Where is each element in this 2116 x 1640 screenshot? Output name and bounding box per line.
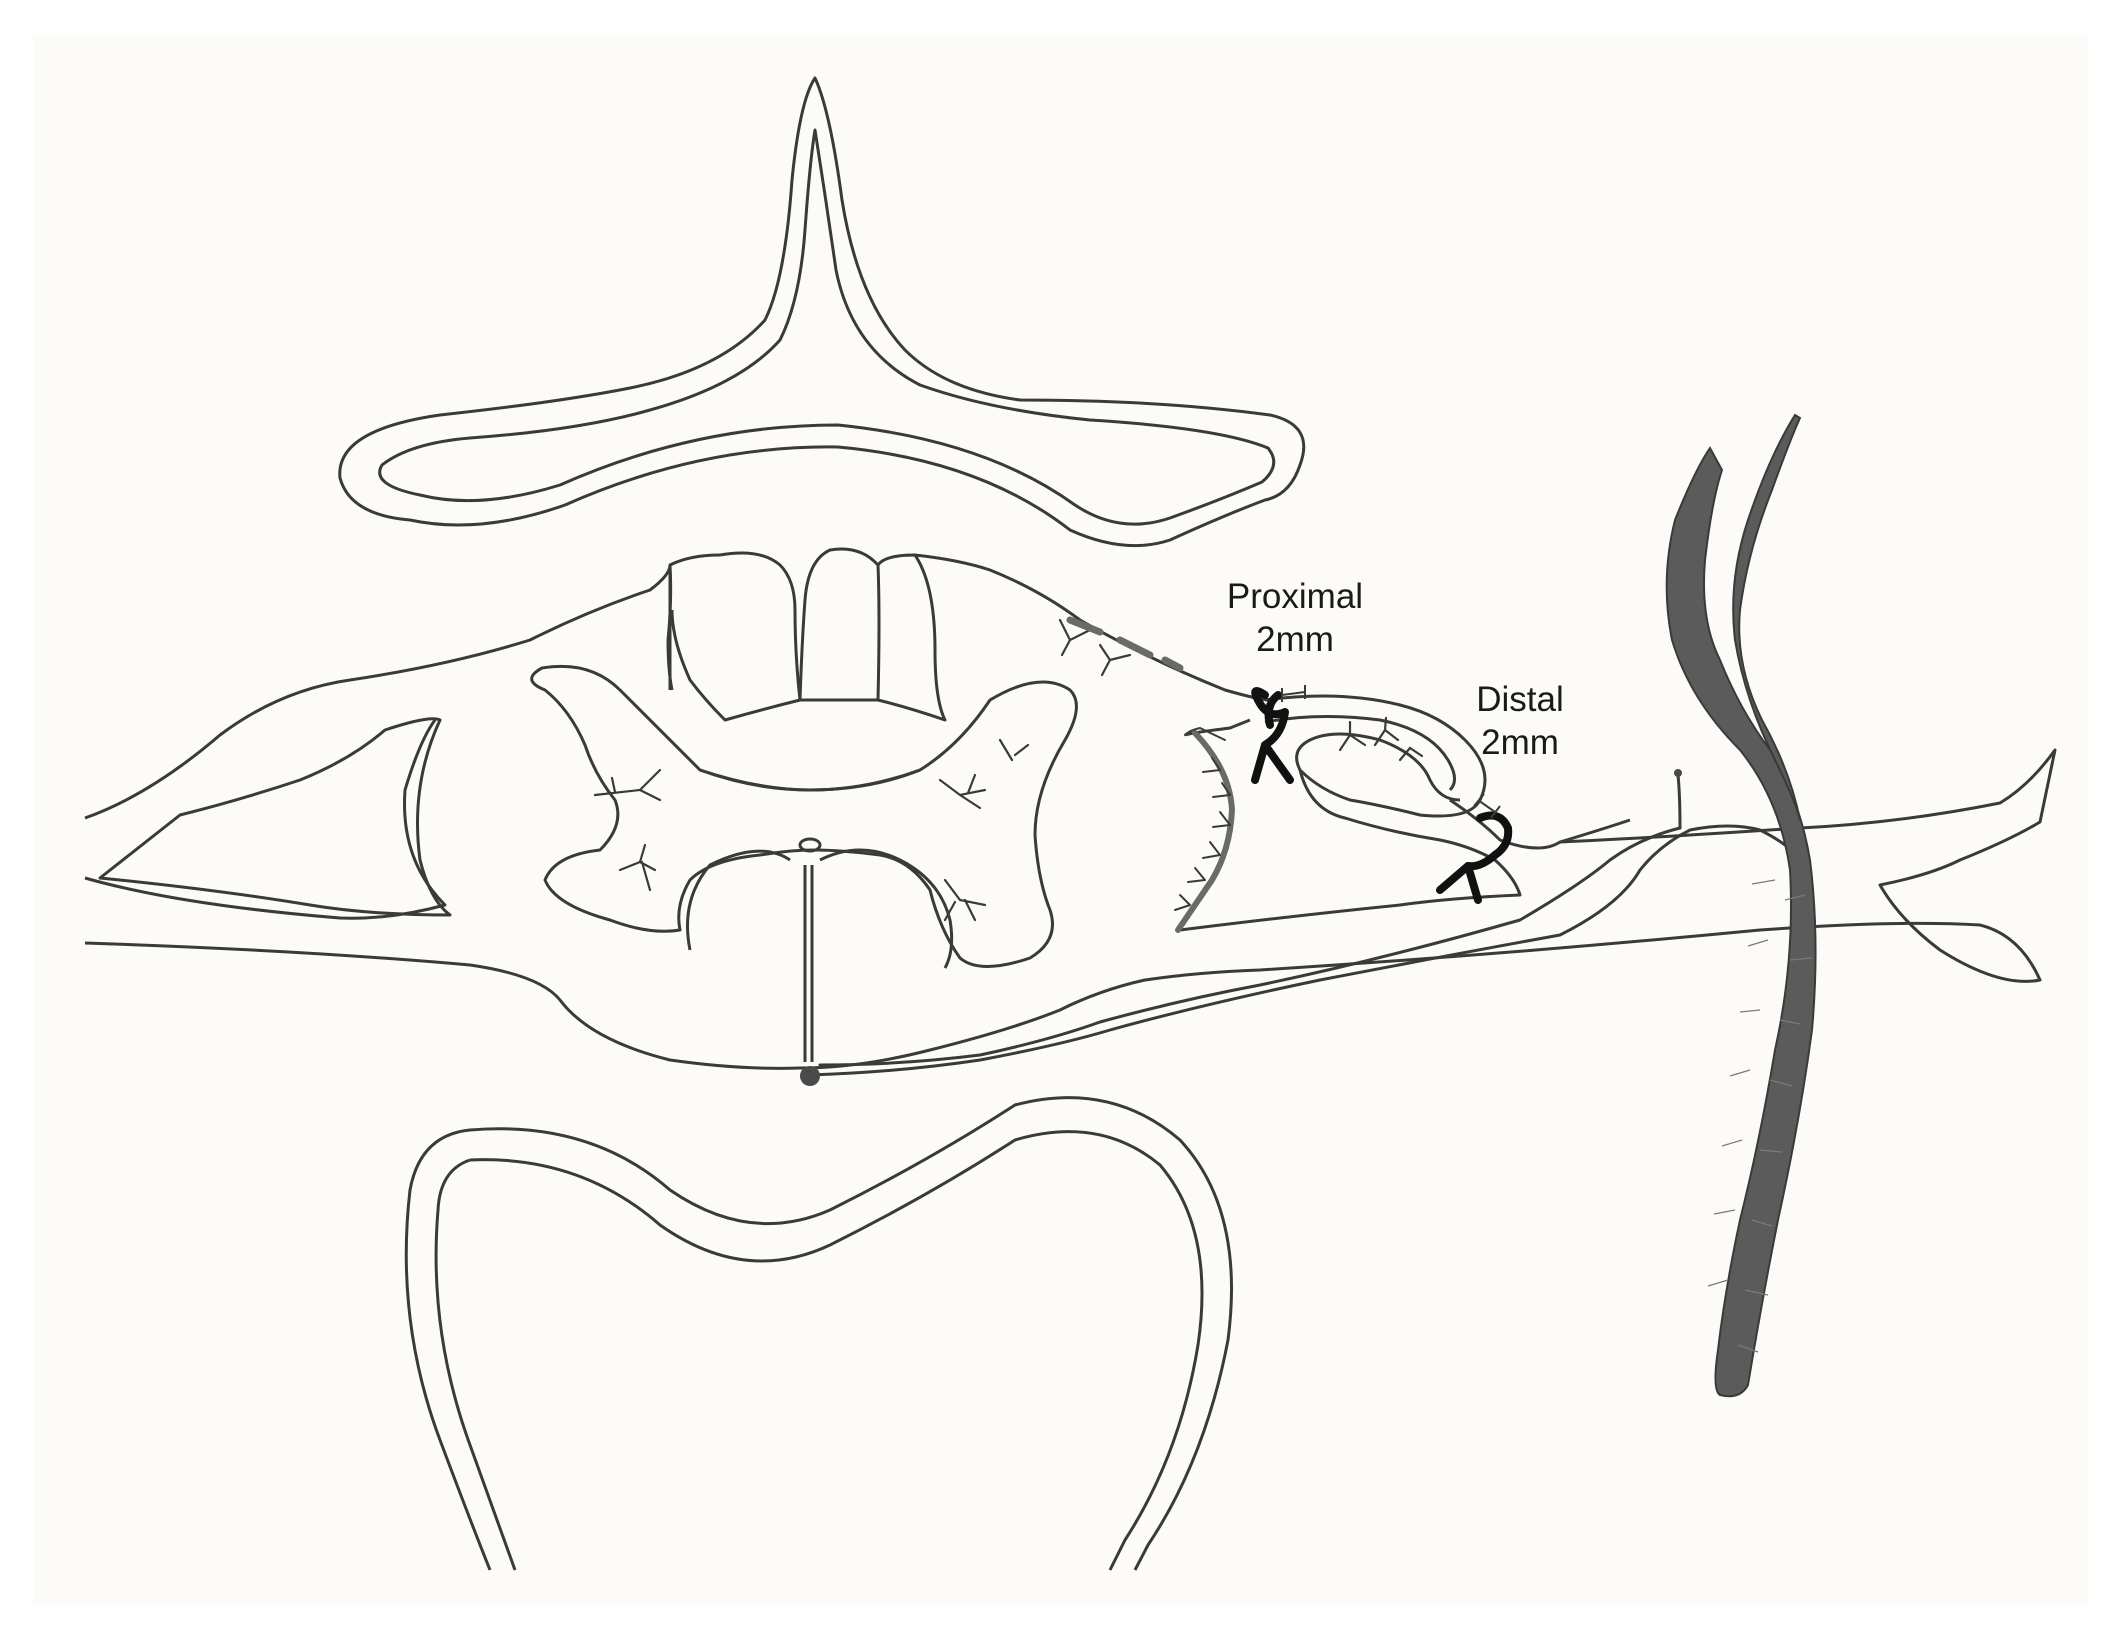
peripheral-terminal xyxy=(1674,769,1682,777)
dorsal-columns xyxy=(666,547,947,722)
vertebral-body xyxy=(404,1096,1234,1571)
distal-label-line1: Distal xyxy=(1476,680,1564,719)
ganglion-cut-edge xyxy=(1175,730,1236,933)
distal-margin-marker xyxy=(1473,793,1501,819)
proximal-label-line2: 2mm xyxy=(1256,620,1334,659)
nerve-fibril-ticks xyxy=(1707,879,1813,1353)
ventral-neuron-soma xyxy=(800,1066,820,1086)
proximal-label: Proximal 2mm xyxy=(1210,575,1380,661)
spinous-process xyxy=(338,76,1306,548)
ganglion-cut-branches xyxy=(1174,726,1231,911)
gray-matter xyxy=(530,664,1078,1062)
ventral-axon xyxy=(808,773,1802,1077)
proximal-clip xyxy=(1251,687,1294,784)
distal-label-line2: 2mm xyxy=(1481,723,1559,762)
distal-label: Distal 2mm xyxy=(1445,678,1595,764)
spinal-cord-outline xyxy=(84,553,2057,1070)
proximal-label-line1: Proximal xyxy=(1226,577,1364,616)
peripheral-nerve-trunk xyxy=(1665,413,1817,1398)
dorsal-root-cut xyxy=(1066,616,1184,672)
proximal-margin-marker xyxy=(1281,685,1306,702)
distal-clip xyxy=(1436,811,1513,904)
